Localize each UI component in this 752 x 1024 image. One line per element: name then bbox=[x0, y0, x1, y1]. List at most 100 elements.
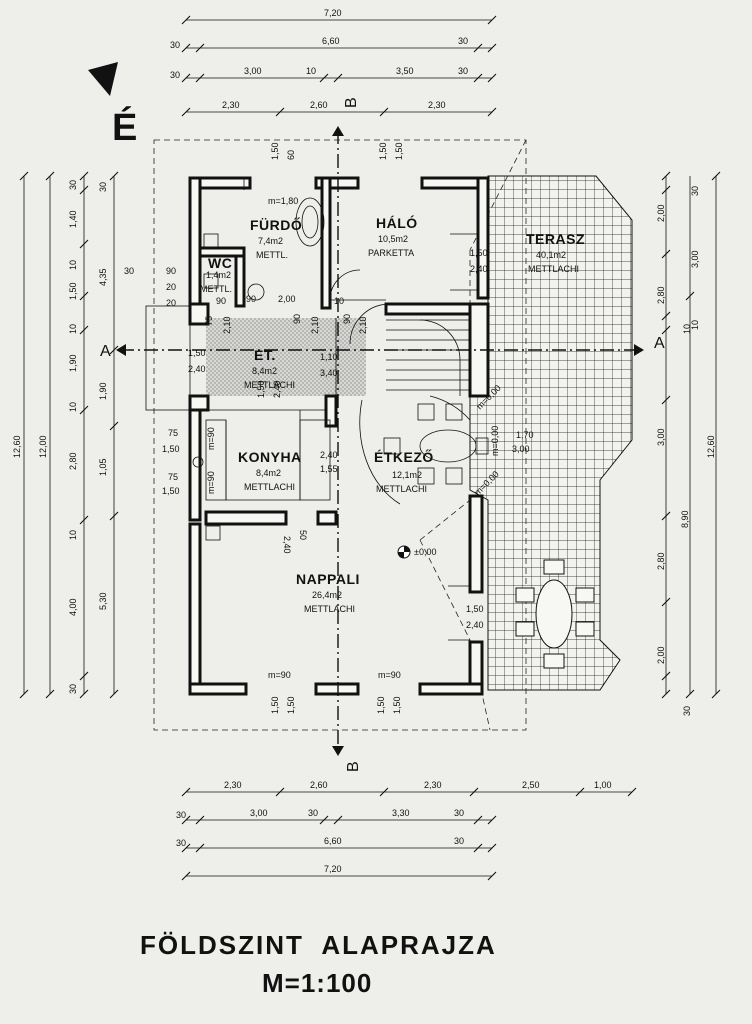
svg-text:1,90: 1,90 bbox=[98, 382, 108, 400]
svg-text:30: 30 bbox=[454, 836, 464, 846]
dimension-ticks bbox=[19, 15, 721, 881]
svg-text:2,00: 2,00 bbox=[656, 646, 666, 664]
svg-text:2,80: 2,80 bbox=[656, 286, 666, 304]
section-b-top: B bbox=[343, 97, 360, 108]
svg-text:2,00: 2,00 bbox=[656, 204, 666, 222]
svg-text:30: 30 bbox=[176, 810, 186, 820]
svg-text:8,90: 8,90 bbox=[680, 510, 690, 528]
svg-text:50: 50 bbox=[298, 530, 308, 540]
svg-text:1,50: 1,50 bbox=[466, 604, 484, 614]
svg-text:30: 30 bbox=[98, 182, 108, 192]
svg-text:2,40: 2,40 bbox=[188, 364, 206, 374]
svg-text:1,50: 1,50 bbox=[68, 282, 78, 300]
svg-text:20: 20 bbox=[166, 282, 176, 292]
walls bbox=[188, 176, 490, 696]
svg-text:2,50: 2,50 bbox=[522, 780, 540, 790]
room-halo: HÁLÓ 10,5m2 PARKETTA bbox=[368, 214, 418, 258]
svg-text:3,00: 3,00 bbox=[244, 66, 262, 76]
svg-text:2,60: 2,60 bbox=[310, 100, 328, 110]
svg-text:1,00: 1,00 bbox=[594, 780, 612, 790]
svg-text:30: 30 bbox=[176, 838, 186, 848]
svg-text:10: 10 bbox=[68, 530, 78, 540]
svg-text:2,00: 2,00 bbox=[278, 294, 296, 304]
svg-text:30: 30 bbox=[68, 684, 78, 694]
svg-text:10: 10 bbox=[682, 324, 692, 334]
svg-text:2,10: 2,10 bbox=[310, 316, 320, 334]
svg-text:2,60: 2,60 bbox=[310, 780, 328, 790]
svg-text:7,20: 7,20 bbox=[324, 864, 342, 874]
room-name-wc: WC bbox=[208, 255, 232, 271]
svg-text:1,90: 1,90 bbox=[68, 354, 78, 372]
svg-text:1,4m2: 1,4m2 bbox=[206, 270, 231, 280]
svg-text:2,40: 2,40 bbox=[466, 620, 484, 630]
svg-text:4,35: 4,35 bbox=[98, 268, 108, 286]
drawing-title: FÖLDSZINT ALAPRAJZA bbox=[140, 930, 497, 960]
svg-text:10: 10 bbox=[68, 260, 78, 270]
room-name-furdo: FÜRDŐ bbox=[250, 216, 302, 233]
room-terasz: TERASZ 40,1m2 METTLACHI bbox=[526, 231, 585, 274]
svg-text:1,50: 1,50 bbox=[470, 248, 488, 258]
svg-text:METTLACHI: METTLACHI bbox=[528, 264, 579, 274]
section-a-right: A bbox=[654, 335, 665, 352]
svg-text:3,40: 3,40 bbox=[320, 368, 338, 378]
level-label: ±0,00 bbox=[414, 547, 436, 557]
svg-text:1,50: 1,50 bbox=[256, 380, 266, 398]
svg-text:1,50: 1,50 bbox=[378, 142, 388, 160]
dimension-lines bbox=[23, 19, 717, 877]
section-lines: A A B B bbox=[100, 97, 665, 772]
svg-text:2,40: 2,40 bbox=[272, 380, 282, 398]
svg-text:3,00: 3,00 bbox=[512, 444, 530, 454]
room-name-konyha: KONYHA bbox=[238, 449, 302, 465]
svg-text:75: 75 bbox=[204, 316, 214, 326]
svg-text:10: 10 bbox=[306, 66, 316, 76]
svg-text:30: 30 bbox=[690, 186, 700, 196]
svg-text:m=0,00: m=0,00 bbox=[490, 426, 500, 456]
room-et: ET. 8,4m2 METTLACHI bbox=[244, 347, 295, 390]
svg-text:12,60: 12,60 bbox=[706, 435, 716, 458]
room-name-nappali: NAPPALI bbox=[296, 571, 360, 587]
svg-text:METTLACHI: METTLACHI bbox=[244, 380, 295, 390]
bottom-dimensions: 2,30 2,60 2,30 2,50 1,00 30 3,00 30 3,30… bbox=[176, 780, 612, 874]
opening-labels: 1,50 60 1,50 1,50 m=1,80 1,50 2,40 1,50 … bbox=[124, 142, 692, 714]
svg-text:1,40: 1,40 bbox=[68, 210, 78, 228]
svg-text:2,80: 2,80 bbox=[68, 452, 78, 470]
svg-text:PARKETTA: PARKETTA bbox=[368, 248, 414, 258]
svg-text:m=90: m=90 bbox=[268, 670, 291, 680]
svg-text:3,50: 3,50 bbox=[396, 66, 414, 76]
room-wc: WC 1,4m2 METTL. bbox=[200, 255, 232, 294]
svg-text:30: 30 bbox=[124, 266, 134, 276]
svg-text:1,70: 1,70 bbox=[516, 430, 534, 440]
svg-text:6,60: 6,60 bbox=[324, 836, 342, 846]
section-b-bottom: B bbox=[345, 761, 362, 772]
svg-text:2,10: 2,10 bbox=[222, 316, 232, 334]
svg-text:2,40: 2,40 bbox=[470, 264, 488, 274]
svg-text:3,00: 3,00 bbox=[250, 808, 268, 818]
terrace-floor bbox=[469, 175, 633, 691]
svg-text:90: 90 bbox=[342, 314, 352, 324]
level-marker-icon bbox=[397, 545, 411, 559]
svg-text:12,00: 12,00 bbox=[38, 435, 48, 458]
svg-text:2,80: 2,80 bbox=[656, 552, 666, 570]
svg-text:10: 10 bbox=[334, 296, 344, 306]
left-dimensions: 12,60 12,00 30 1,40 10 1,50 10 1,90 10 2… bbox=[12, 180, 108, 694]
svg-text:20: 20 bbox=[166, 298, 176, 308]
svg-text:1,50: 1,50 bbox=[394, 142, 404, 160]
svg-text:90: 90 bbox=[292, 314, 302, 324]
svg-text:m=90: m=90 bbox=[206, 471, 216, 494]
svg-text:10: 10 bbox=[690, 320, 700, 330]
svg-text:10,5m2: 10,5m2 bbox=[378, 234, 408, 244]
svg-text:1,55: 1,55 bbox=[320, 464, 338, 474]
north-label: É bbox=[112, 105, 137, 149]
svg-text:2,30: 2,30 bbox=[428, 100, 446, 110]
svg-text:40,1m2: 40,1m2 bbox=[536, 250, 566, 260]
svg-text:30: 30 bbox=[458, 66, 468, 76]
svg-text:12,60: 12,60 bbox=[12, 435, 22, 458]
svg-text:1,50: 1,50 bbox=[286, 696, 296, 714]
svg-text:30: 30 bbox=[454, 808, 464, 818]
svg-text:1,50: 1,50 bbox=[270, 696, 280, 714]
svg-text:METTLACHI: METTLACHI bbox=[304, 604, 355, 614]
roof-outline bbox=[153, 139, 527, 731]
svg-text:2,40: 2,40 bbox=[282, 536, 292, 554]
svg-text:30: 30 bbox=[170, 70, 180, 80]
room-name-halo: HÁLÓ bbox=[376, 214, 418, 231]
